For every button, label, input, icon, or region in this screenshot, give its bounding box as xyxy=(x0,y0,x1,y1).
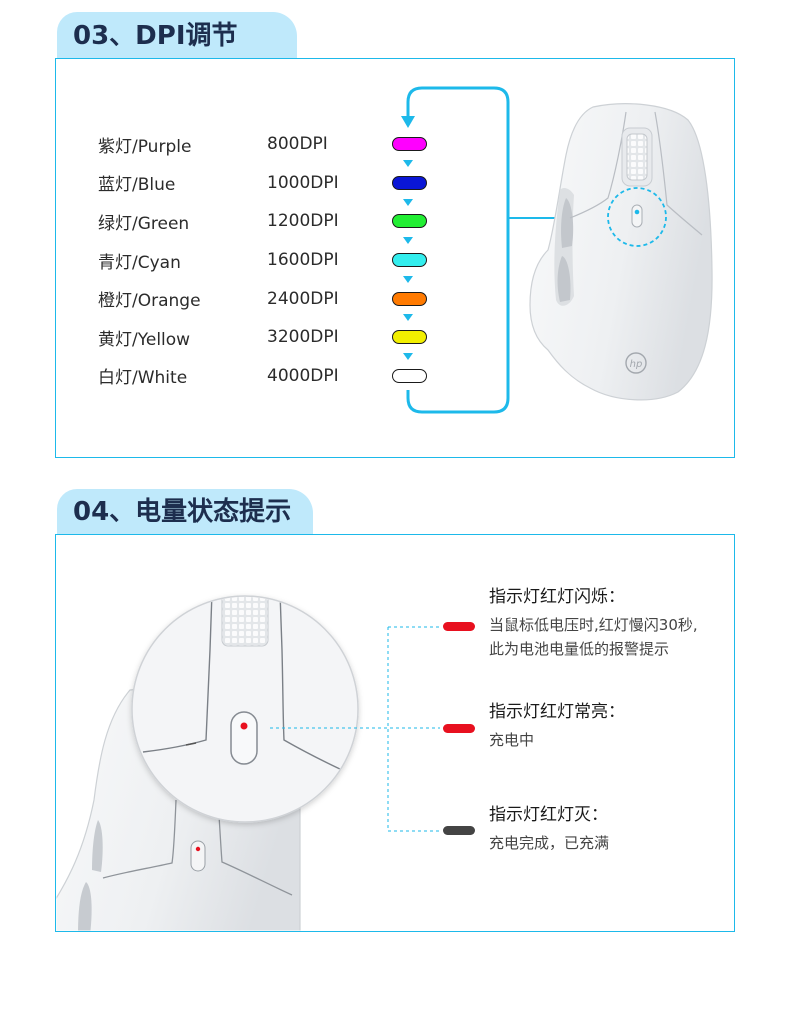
state-description-line: 充电中 xyxy=(489,731,535,749)
dpi-level-row: 紫灯/Purple 800DPI xyxy=(98,125,427,164)
light-color-label: 绿灯/Green xyxy=(98,213,190,234)
indicator-light-swatch xyxy=(392,253,427,268)
battery-state-blinking: 指示灯红灯闪烁： 当鼠标低电压时,红灯慢闪30秒, 此为电池电量低的报警提示 xyxy=(489,586,698,661)
state-title: 指示灯红灯常亮： xyxy=(489,702,625,722)
section-title-battery: 04、电量状态提示 xyxy=(57,489,313,534)
red-light-blinking-swatch xyxy=(443,622,475,631)
red-light-solid-swatch xyxy=(443,724,475,733)
state-description-line: 充电完成，已充满 xyxy=(489,834,610,852)
dpi-level-row: 黄灯/Yellow 3200DPI xyxy=(98,318,427,357)
dpi-value: 1000DPI xyxy=(267,172,339,193)
state-description-line: 此为电池电量低的报警提示 xyxy=(489,640,670,658)
state-description: 充电中 xyxy=(489,728,625,752)
state-description-line: 当鼠标低电压时,红灯慢闪30秒, xyxy=(489,616,698,634)
state-description: 充电完成，已充满 xyxy=(489,831,609,855)
state-title: 指示灯红灯灭： xyxy=(489,805,608,825)
state-title: 指示灯红灯闪烁： xyxy=(489,587,625,607)
dpi-value: 2400DPI xyxy=(267,288,339,309)
indicator-light-swatch xyxy=(392,175,427,190)
dpi-panel xyxy=(55,58,735,458)
section-title-dpi: 03、DPI调节 xyxy=(57,12,297,58)
indicator-light-swatch xyxy=(392,137,427,152)
state-description: 当鼠标低电压时,红灯慢闪30秒, 此为电池电量低的报警提示 xyxy=(489,613,698,661)
indicator-light-swatch xyxy=(392,291,427,306)
light-color-label: 青灯/Cyan xyxy=(98,252,181,273)
dpi-value: 1200DPI xyxy=(267,211,339,232)
indicator-light-swatch xyxy=(392,214,427,229)
light-color-label: 蓝灯/Blue xyxy=(98,175,176,196)
indicator-light-swatch xyxy=(392,330,427,345)
dpi-value: 800DPI xyxy=(267,134,328,155)
indicator-light-swatch xyxy=(392,368,427,383)
dpi-level-row: 绿灯/Green 1200DPI xyxy=(98,202,427,241)
dpi-value: 4000DPI xyxy=(267,365,339,386)
dpi-level-row: 青灯/Cyan 1600DPI xyxy=(98,241,427,280)
dpi-level-row: 蓝灯/Blue 1000DPI xyxy=(98,164,427,203)
battery-state-charging: 指示灯红灯常亮： 充电中 xyxy=(489,701,625,752)
light-color-label: 白灯/White xyxy=(98,368,188,389)
dpi-value: 1600DPI xyxy=(267,250,339,271)
light-color-label: 橙灯/Orange xyxy=(98,291,201,312)
light-color-label: 紫灯/Purple xyxy=(98,136,192,157)
dpi-level-row: 橙灯/Orange 2400DPI xyxy=(98,279,427,318)
light-off-swatch xyxy=(443,826,475,835)
dpi-level-row: 白灯/White 4000DPI xyxy=(98,357,427,396)
dpi-value: 3200DPI xyxy=(267,327,339,348)
battery-state-full: 指示灯红灯灭： 充电完成，已充满 xyxy=(489,804,609,855)
battery-panel xyxy=(55,534,735,932)
light-color-label: 黄灯/Yellow xyxy=(98,329,191,350)
dpi-level-list: 紫灯/Purple 800DPI 蓝灯/Blue 1000DPI 绿灯/Gree… xyxy=(98,125,427,395)
